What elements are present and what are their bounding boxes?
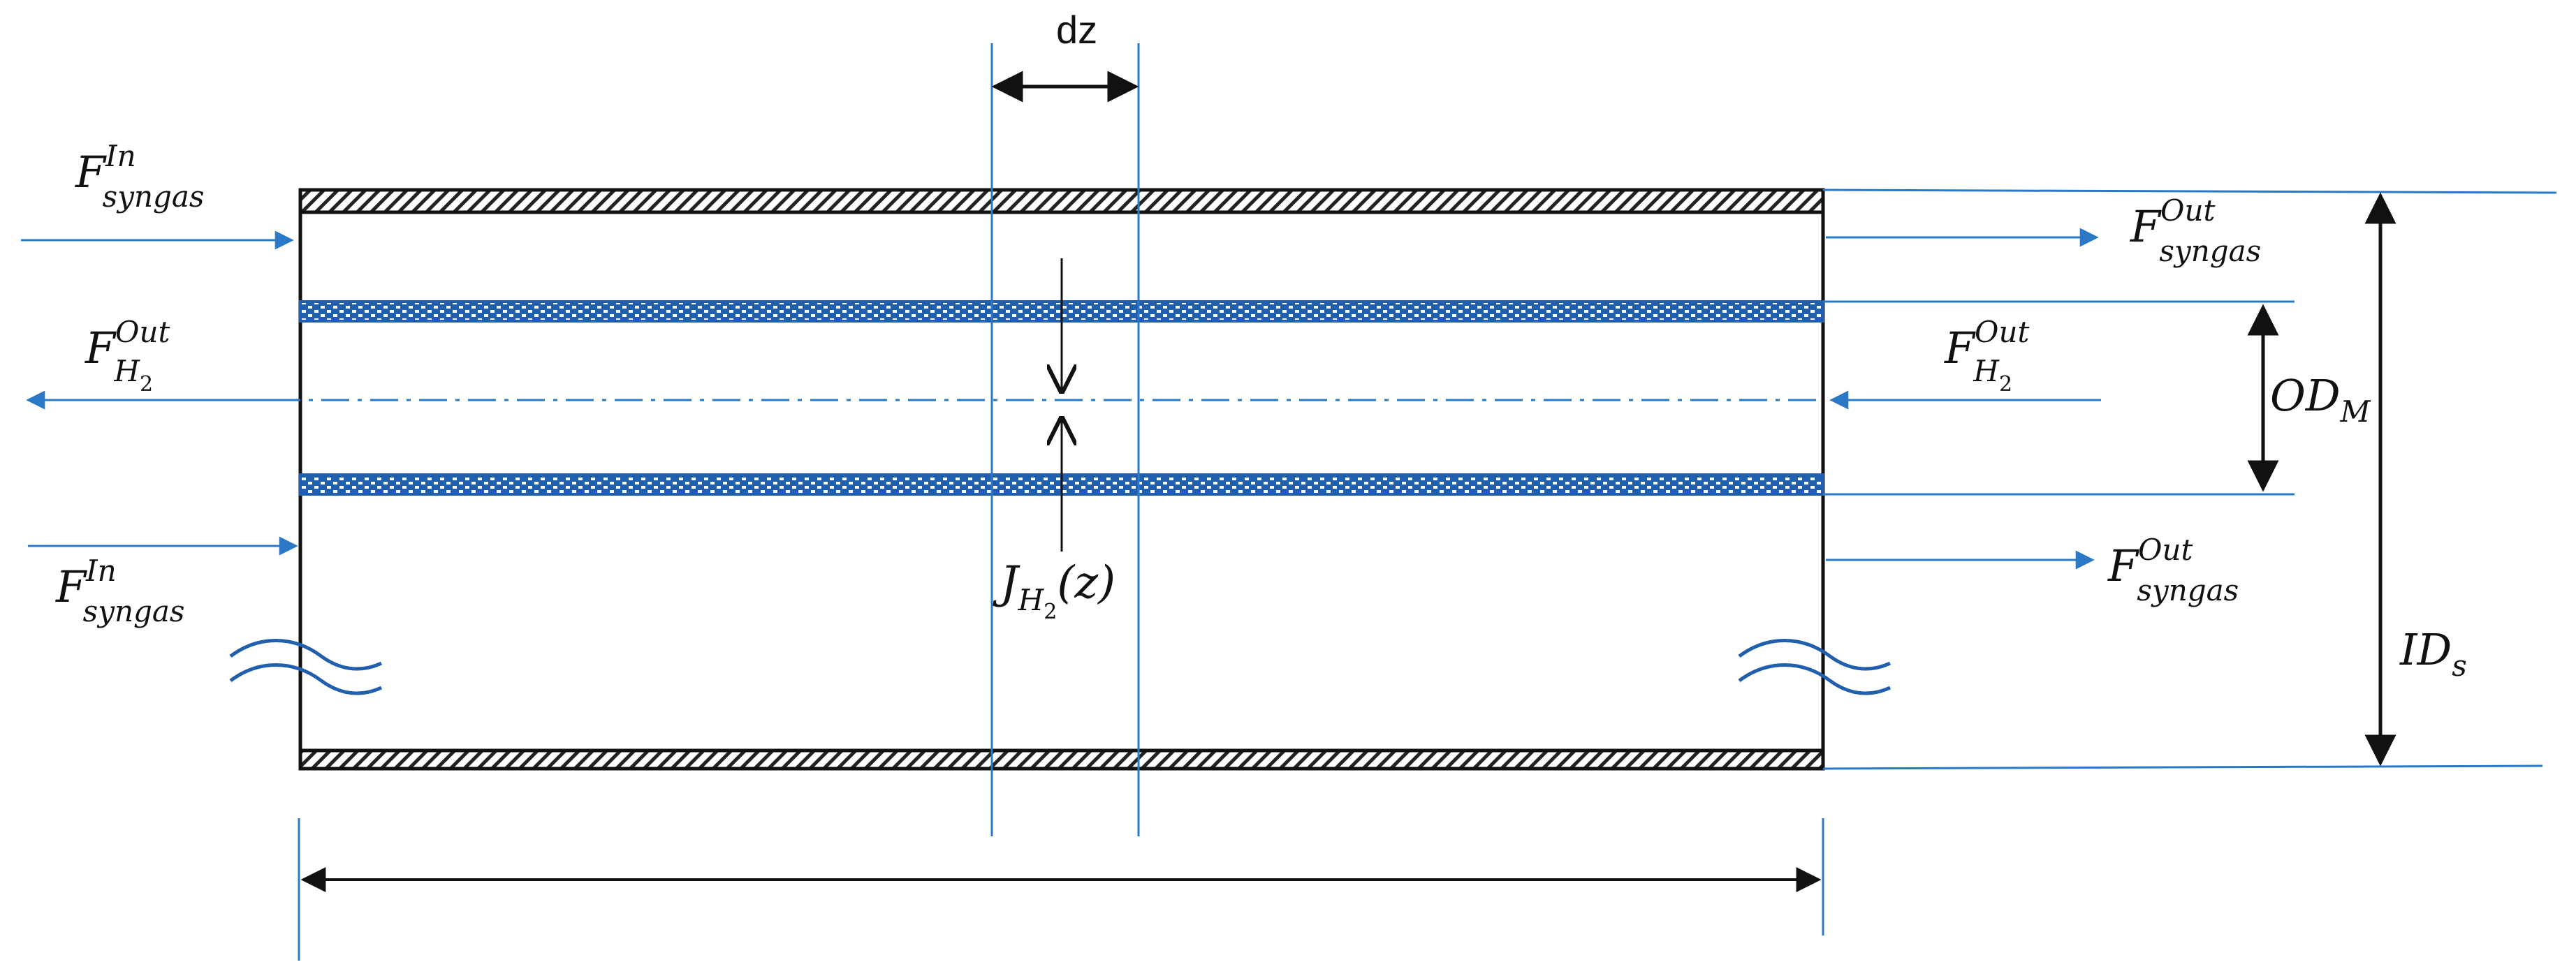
shell-bottom-wall xyxy=(298,748,1825,771)
flow-arrows xyxy=(21,228,2101,570)
break-symbol-left-2 xyxy=(229,663,383,695)
shell-top-wall xyxy=(298,188,1825,214)
id-s-label: IDs xyxy=(2399,624,2467,683)
dz-slice: dz xyxy=(990,8,1140,836)
length-dimension xyxy=(298,818,1824,961)
break-symbols xyxy=(229,639,1891,695)
break-symbol-right-1 xyxy=(1738,639,1891,671)
break-symbol-left-1 xyxy=(229,639,383,671)
break-symbol-right-2 xyxy=(1738,663,1891,695)
dz-label: dz xyxy=(1056,8,1097,52)
right-dimensions xyxy=(1822,188,2557,770)
j-h2-label: JH2(z) xyxy=(993,557,1115,624)
ids-ext-bottom xyxy=(1822,764,2543,770)
od-m-label: ODM xyxy=(2270,370,2371,429)
ids-ext-top xyxy=(1822,188,2557,194)
membrane-tube xyxy=(28,300,1824,496)
